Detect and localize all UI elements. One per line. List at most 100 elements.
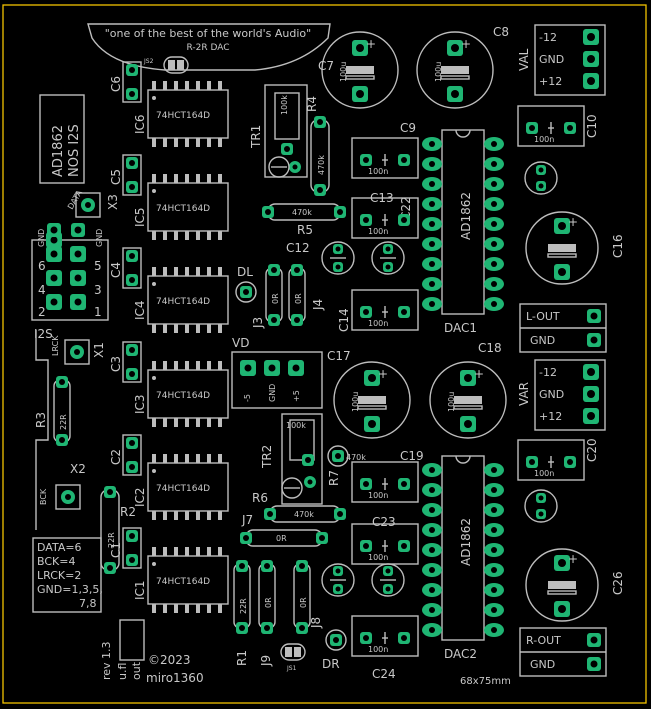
cap-pad xyxy=(536,493,546,503)
x2-label: X2 xyxy=(70,462,86,476)
cap-pad xyxy=(126,554,138,566)
dr-led xyxy=(325,629,347,651)
tr2-trimmer: 100k xyxy=(281,413,323,505)
cap-pad xyxy=(554,218,570,234)
cap-pad xyxy=(398,214,410,226)
polarity-mark: + xyxy=(568,552,578,566)
header-pad xyxy=(71,223,85,237)
j7-jumper: 0R xyxy=(240,529,328,547)
dac-pad xyxy=(484,237,504,251)
legend-line-1: DATA=6 xyxy=(37,541,82,554)
electrolytic-value: 100u xyxy=(339,62,348,82)
cap-pad xyxy=(536,165,546,175)
cap-pad xyxy=(398,478,410,490)
slogan-text: "one of the best of the world's Audio" xyxy=(105,27,311,40)
cap-pad xyxy=(126,250,138,262)
shift-register-part: 74HCT164D xyxy=(156,577,210,587)
i2s-pin-1: 1 xyxy=(94,305,102,319)
tr2-ref: TR2 xyxy=(260,445,274,469)
cap-pad xyxy=(126,461,138,473)
dac-pad xyxy=(484,297,504,311)
shift-register-part: 74HCT164D xyxy=(156,297,210,307)
shift-register-ref: IC2 xyxy=(133,487,147,507)
film-cap-ref: C20 xyxy=(585,438,599,462)
tr1-ref: TR1 xyxy=(249,125,263,149)
dac-pad xyxy=(422,463,442,477)
i2s-pin-3: 3 xyxy=(94,283,102,297)
small-electrolytic xyxy=(371,241,405,275)
dac-pad xyxy=(422,623,442,637)
r4-value: 470k xyxy=(317,155,326,175)
var-power-header-label: VAR xyxy=(517,382,531,406)
i2s-pin-4: 4 xyxy=(38,283,46,297)
film-cap-value: 100n xyxy=(534,135,554,144)
film-cap-c20: 100n xyxy=(517,439,585,481)
film-cap-ref: C10 xyxy=(585,114,599,138)
dac-pad xyxy=(422,257,442,271)
cap-pad xyxy=(360,306,372,318)
j4-value: 0R xyxy=(294,293,303,304)
shift-register-part: 74HCT164D xyxy=(156,111,210,121)
i2s-pin-5: 5 xyxy=(94,259,102,273)
cap-pad xyxy=(383,244,393,254)
shift-register-ref: IC5 xyxy=(133,207,147,227)
power-pad xyxy=(583,51,599,67)
j4-ref: J4 xyxy=(311,299,325,311)
r5-resistor: 470k xyxy=(262,203,346,221)
film-cap-ref: C9 xyxy=(400,121,416,135)
gnd-label: GND xyxy=(530,334,555,347)
dac-pad xyxy=(484,177,504,191)
dac-pad xyxy=(484,463,504,477)
dac-pad xyxy=(422,603,442,617)
shift-register-ref: IC6 xyxy=(133,114,147,134)
j7-value: 0R xyxy=(276,534,287,543)
cap-pad xyxy=(383,584,393,594)
cap-pad xyxy=(460,416,476,432)
header-pad xyxy=(70,294,86,310)
x3-label: X3 xyxy=(106,194,120,210)
dac-pad xyxy=(484,217,504,231)
dac-part: AD1862 xyxy=(459,192,473,240)
power-pad xyxy=(583,73,599,89)
electrolytic-value: 100u xyxy=(434,62,443,82)
dac-ref: DAC1 xyxy=(444,321,477,335)
pinout-legend: DATA=6 BCK=4 LRCK=2 GND=1,3,5, 7,8 xyxy=(32,537,103,613)
cap-pad xyxy=(364,416,380,432)
size-label: 68x75mm xyxy=(460,676,511,687)
film-cap-value: 100n xyxy=(534,469,554,478)
i2s-pin-6: 6 xyxy=(38,259,46,273)
cap-pad xyxy=(333,584,343,594)
ufl-label: u.fl xyxy=(116,663,129,680)
pwr-label: GND xyxy=(539,53,564,66)
cap-pad xyxy=(554,264,570,280)
electrolytic-ref: C7 xyxy=(318,59,334,73)
header-pad xyxy=(46,270,62,286)
cap-pad xyxy=(564,456,576,468)
r7-value: 470k xyxy=(346,453,366,462)
cap-pad xyxy=(126,530,138,542)
author-label: miro1360 xyxy=(146,671,204,685)
polarity-mark: + xyxy=(568,215,578,229)
dac-pad xyxy=(422,297,442,311)
small-electrolytic xyxy=(524,489,558,523)
electrolytic-ref: C18 xyxy=(478,341,502,355)
film-cap-ref: C24 xyxy=(372,667,396,681)
c12-label: C12 xyxy=(286,241,310,255)
cap-pad xyxy=(126,157,138,169)
dac-pad xyxy=(484,157,504,171)
small-electrolytic xyxy=(524,161,558,195)
electrolytic-ref: C17 xyxy=(327,349,351,363)
header-pad xyxy=(70,270,86,286)
film-cap-c13: 100n xyxy=(351,197,419,239)
dac-pad xyxy=(422,137,442,151)
dac-pad xyxy=(422,177,442,191)
bck-label: BCK xyxy=(39,488,48,505)
r6-resistor: 470k xyxy=(264,505,346,523)
board-outline xyxy=(2,4,647,704)
